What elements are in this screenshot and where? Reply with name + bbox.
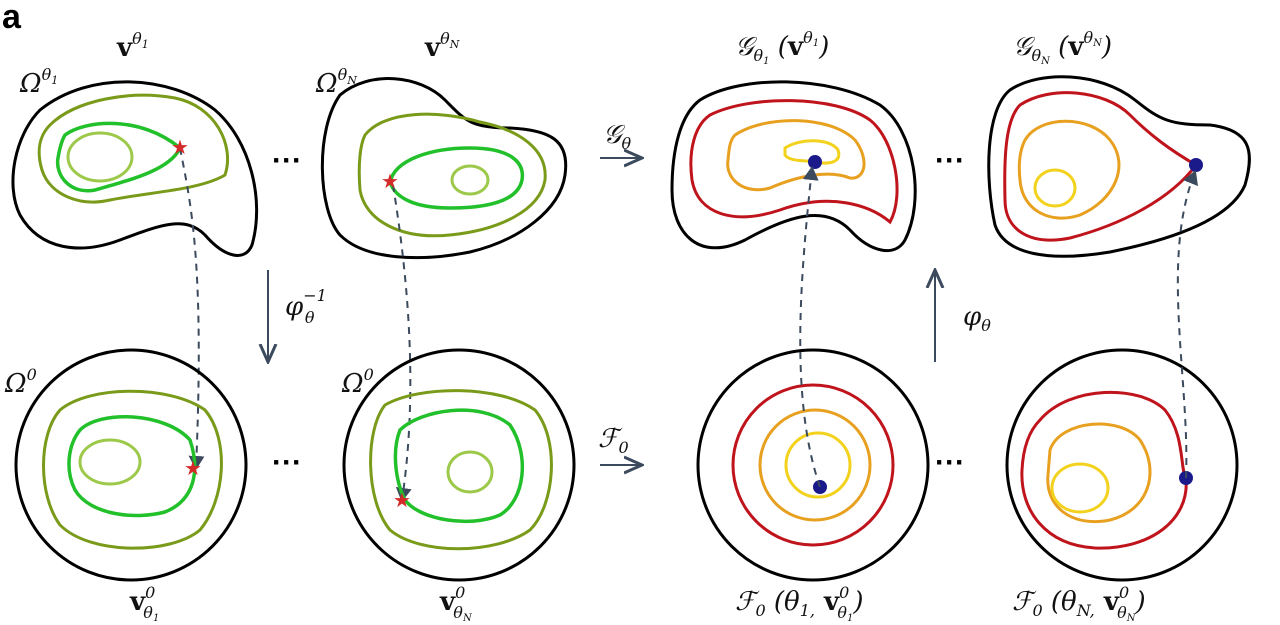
label-v-thetaN: vθN xyxy=(424,29,460,63)
star-icon: ★ xyxy=(393,490,411,512)
point-marker xyxy=(808,155,822,169)
label-omega-0-b: Ω0 xyxy=(341,365,374,399)
reference-domain-1: ★ xyxy=(14,348,248,582)
label-phi-theta: φθ xyxy=(963,302,991,335)
label-omega-theta1: Ωθ1 xyxy=(19,65,58,99)
domain-theta-N: ★ xyxy=(320,77,568,502)
star-icon: ★ xyxy=(184,458,202,480)
label-G-thetaN-v: 𝒢θN (vθN) xyxy=(1013,28,1112,67)
mapping-dashed-line xyxy=(179,147,205,470)
ellipsis: ··· xyxy=(935,144,965,177)
mapping-dashed-line xyxy=(392,184,412,502)
label-G-theta: 𝒢θ xyxy=(603,120,632,153)
domain-theta-1: ★ xyxy=(11,80,259,470)
solution-theta-1 xyxy=(670,80,917,252)
reference-solution-1 xyxy=(696,166,930,582)
label-omega-0-a: Ω0 xyxy=(4,365,37,399)
mapping-dashed-line xyxy=(799,166,821,488)
panel-label: a xyxy=(2,0,22,36)
solution-theta-N xyxy=(987,75,1251,258)
star-icon: ★ xyxy=(171,137,189,159)
label-v-theta1: vθ1 xyxy=(116,29,149,63)
ellipsis: ··· xyxy=(272,446,302,479)
reference-domain-N: ★ xyxy=(342,348,576,582)
mapping-dashed-line xyxy=(1176,170,1199,479)
label-omega-thetaN: ΩθN xyxy=(315,65,357,99)
star-icon: ★ xyxy=(381,171,399,193)
label-F0: ℱ0 xyxy=(598,424,629,457)
ellipsis: ··· xyxy=(935,446,965,479)
label-G-theta1-v: 𝒢θ1 (vθ1) xyxy=(735,28,829,67)
point-marker xyxy=(1189,158,1203,172)
ellipsis: ··· xyxy=(272,144,302,177)
reference-solution-N xyxy=(1005,170,1239,582)
